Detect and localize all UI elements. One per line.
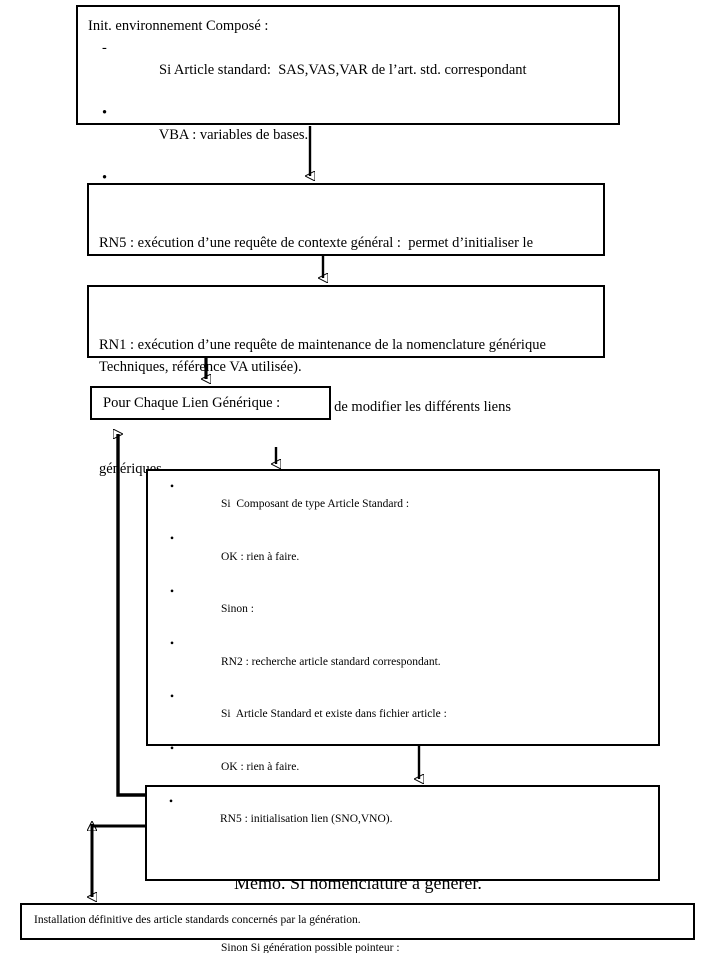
list-item: OK : rien à faire. (156, 531, 650, 583)
list-item: RN5 : initialisation lien (SNO,VNO). (155, 794, 650, 846)
list-item-text: Sinon Si génération possible pointeur : (221, 941, 400, 953)
list-item: RN2 : recherche article standard corresp… (156, 636, 650, 688)
rn5-contexte-general-box: RN5 : exécution d’une requête de context… (87, 183, 605, 375)
list-item-text: Si Composant de type Article Standard : (221, 498, 410, 511)
list-item-text: VBA : variables de bases. (158, 126, 309, 143)
pour-chaque-lien-generique-box: Pour Chaque Lien Générique : (90, 386, 331, 420)
list-item-text: Si Article Standard et existe dans fichi… (221, 708, 447, 721)
list-item-text: OK : rien à faire. (221, 760, 300, 773)
pour-chaque-lien-text: Pour Chaque Lien Générique : (103, 395, 281, 411)
list-item-text: Sinon : (221, 603, 254, 616)
arrow-rn5-init-to-installation (92, 824, 145, 897)
list-item: Si Article Standard et existe dans fichi… (156, 689, 650, 741)
installation-definitive-box: Installation définitive des article stan… (20, 903, 695, 940)
traitement-lien-box: Si Composant de type Article Standard : … (146, 469, 660, 953)
rn1-maintenance-nomenclature-box: RN1 : exécution d’une requête de mainten… (87, 285, 605, 477)
list-item-text: RN2 : recherche article standard corresp… (221, 655, 441, 668)
rn5-initialisation-lien-box: RN5 : initialisation lien (SNO,VNO). (145, 785, 660, 881)
list-item-text: OK : rien à faire. (221, 550, 300, 563)
list-item: Si Article standard: SAS,VAS,VAR de l’ar… (88, 38, 608, 103)
installation-definitive-text: Installation définitive des article stan… (34, 914, 361, 926)
list-item: Si Composant de type Article Standard : (156, 479, 650, 531)
list-item-text: Si Article standard: SAS,VAS,VAR de l’ar… (159, 61, 527, 78)
init-environnement-heading: Init. environnement Composé : (88, 18, 269, 34)
text-line: RN1 : exécution d’une requête de mainten… (99, 337, 546, 354)
text-line: RN5 : exécution d’une requête de context… (99, 235, 534, 252)
list-item-text: RN5 : initialisation lien (SNO,VNO). (220, 813, 393, 826)
text-line: Techniques, référence VA utilisée). (99, 358, 302, 375)
rn5-initialisation-lien-list: RN5 : initialisation lien (SNO,VNO). (155, 794, 650, 846)
list-item: Sinon : (156, 584, 650, 636)
init-environnement-box: Init. environnement Composé : Si Article… (76, 5, 620, 208)
traitement-lien-list: Si Composant de type Article Standard : … (156, 479, 650, 953)
list-item: OK : rien à faire. (156, 741, 650, 793)
list-item: VBA : variables de bases. (88, 103, 608, 168)
